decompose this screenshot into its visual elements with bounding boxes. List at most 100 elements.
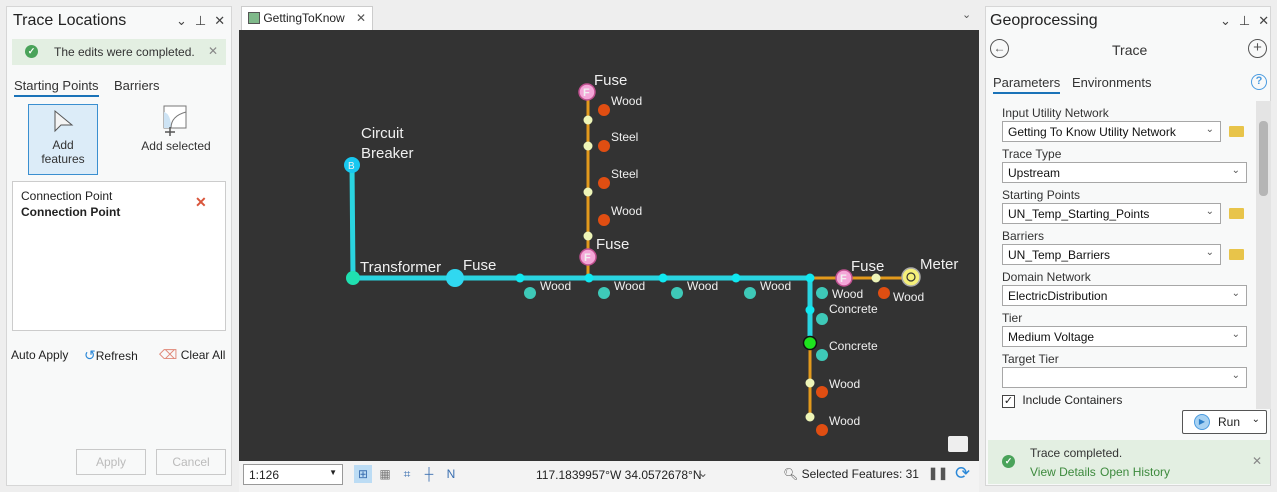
- add-features-button[interactable]: Add features: [28, 104, 98, 175]
- map-label: Circuit: [361, 125, 404, 142]
- fuse-glyph: F: [584, 252, 591, 264]
- param-field[interactable]: ElectricDistribution⌄: [1002, 285, 1247, 306]
- junction-marker: [658, 273, 668, 283]
- pole-marker: [598, 104, 610, 116]
- pole-marker: [524, 287, 536, 299]
- clear-all-button[interactable]: ⌫ Clear All: [159, 347, 225, 363]
- pane-controls[interactable]: ⌄⊥✕: [1220, 13, 1277, 28]
- param-label: Starting Points: [1002, 188, 1081, 202]
- pole-label: Wood: [829, 377, 860, 391]
- scale-select[interactable]: 1:126 ▼: [243, 464, 343, 485]
- fuse-icon: [446, 269, 464, 287]
- tab-barriers[interactable]: Barriers: [114, 78, 160, 93]
- label: Refresh: [95, 349, 138, 363]
- run-button[interactable]: ▶ Run ⌄: [1182, 410, 1267, 434]
- folder-icon[interactable]: [1229, 126, 1244, 137]
- banner-text: Trace completed.: [1030, 446, 1123, 460]
- map-label: Fuse: [851, 258, 884, 275]
- param-field[interactable]: UN_Temp_Barriers⌄: [1002, 244, 1221, 265]
- junction-marker: [805, 412, 815, 422]
- selected-features[interactable]: 🔍︎ Selected Features: 31: [783, 467, 919, 481]
- param-label: Input Utility Network: [1002, 106, 1109, 120]
- junction-marker: [871, 273, 881, 283]
- trace-banner: ✓ Trace completed. View Details Open His…: [988, 440, 1270, 484]
- zoom-selected-icon: 🔍︎: [783, 467, 799, 481]
- snapping-icon[interactable]: ⊞: [354, 465, 372, 483]
- pole-label: Wood: [829, 414, 860, 428]
- tab-label: GettingToKnow: [263, 11, 345, 25]
- back-icon[interactable]: ←: [990, 39, 1009, 58]
- pane-title: Geoprocessing: [990, 12, 1098, 29]
- coordinate-readout: 117.1839957°W 34.0572678°N: [536, 468, 702, 482]
- map-tab[interactable]: GettingToKnow ✕: [241, 6, 373, 30]
- junction-marker: [584, 273, 594, 283]
- param-field[interactable]: UN_Temp_Starting_Points⌄: [1002, 203, 1221, 224]
- open-history-link[interactable]: Open History: [1100, 465, 1171, 479]
- coordinate-format-chevron-icon[interactable]: ⌄: [698, 466, 709, 480]
- junction-marker: [583, 187, 593, 197]
- pause-button[interactable]: ❚❚: [928, 466, 949, 480]
- apply-button[interactable]: Apply: [76, 449, 146, 475]
- folder-icon[interactable]: [1229, 208, 1244, 219]
- tab-starting-points[interactable]: Starting Points: [14, 78, 99, 97]
- pole-marker: [878, 287, 890, 299]
- scroll-thumb[interactable]: [1259, 121, 1268, 196]
- label: Clear All: [180, 348, 226, 362]
- map-overview-icon[interactable]: [948, 436, 968, 452]
- pole-label: Wood: [832, 287, 863, 301]
- label: Add selected: [141, 139, 211, 153]
- fuse-glyph: F: [583, 87, 590, 99]
- pole-marker: [744, 287, 756, 299]
- starting-points-list: Connection Point Connection Point ✕: [12, 181, 226, 331]
- pointer-icon: [54, 109, 74, 133]
- auto-apply-toggle[interactable]: Auto Apply: [11, 348, 69, 362]
- add-selected-button[interactable]: Add selected: [136, 104, 216, 164]
- constraints-icon[interactable]: ⌗: [403, 467, 411, 481]
- param-field[interactable]: Getting To Know Utility Network⌄: [1002, 121, 1221, 142]
- view-details-link[interactable]: View Details: [1030, 465, 1096, 479]
- junction-marker: [805, 305, 815, 315]
- pole-label: Wood: [614, 279, 645, 293]
- remove-icon[interactable]: ✕: [195, 194, 207, 210]
- grid-icon[interactable]: ▦: [379, 467, 391, 481]
- include-containers-checkbox[interactable]: ✓ Include Containers: [1002, 393, 1122, 408]
- scale-value: 1:126: [249, 468, 280, 482]
- refresh-icon: ↺: [84, 347, 96, 363]
- guides-icon[interactable]: ┼: [424, 467, 434, 481]
- pole-marker: [816, 313, 828, 325]
- refresh-button[interactable]: ↺Refresh: [84, 347, 138, 364]
- correction-icon[interactable]: N: [446, 467, 456, 481]
- tab-parameters[interactable]: Parameters: [993, 75, 1061, 94]
- param-label: Tier: [1002, 311, 1023, 325]
- close-icon[interactable]: ✕: [355, 11, 366, 25]
- pane-controls[interactable]: ⌄⊥✕: [176, 13, 234, 28]
- params-scrollbar[interactable]: [1256, 101, 1271, 409]
- param-field[interactable]: Medium Voltage⌄: [1002, 326, 1247, 347]
- tab-environments[interactable]: Environments: [1072, 75, 1152, 90]
- param-field[interactable]: Upstream⌄: [1002, 162, 1247, 183]
- close-icon[interactable]: ✕: [208, 44, 219, 58]
- pole-marker: [816, 287, 828, 299]
- map-icon: [248, 12, 260, 24]
- junction-marker: [731, 273, 741, 283]
- dropdown-icon[interactable]: ⌄: [1251, 414, 1260, 425]
- cancel-button[interactable]: Cancel: [156, 449, 226, 475]
- label: Run: [1218, 415, 1241, 429]
- junction-marker: [515, 273, 525, 283]
- param-field[interactable]: ⌄: [1002, 367, 1247, 388]
- tab-list-chevron-icon[interactable]: ⌄: [962, 9, 972, 21]
- circuit-breaker-icon: [344, 157, 360, 173]
- item-type: Connection Point: [21, 189, 113, 203]
- add-icon[interactable]: +: [1248, 39, 1267, 58]
- list-item[interactable]: Connection Point Connection Point: [21, 189, 120, 219]
- checkbox-icon: ✓: [1002, 395, 1015, 408]
- close-icon[interactable]: ✕: [1252, 454, 1263, 468]
- param-value: UN_Temp_Barriers: [1008, 248, 1111, 262]
- folder-icon[interactable]: [1229, 249, 1244, 260]
- help-icon[interactable]: ?: [1251, 74, 1267, 90]
- pole-label: Wood: [893, 290, 924, 304]
- junction-marker: [583, 141, 593, 151]
- refresh-map-button[interactable]: ⟳: [955, 463, 971, 483]
- pole-marker: [598, 214, 610, 226]
